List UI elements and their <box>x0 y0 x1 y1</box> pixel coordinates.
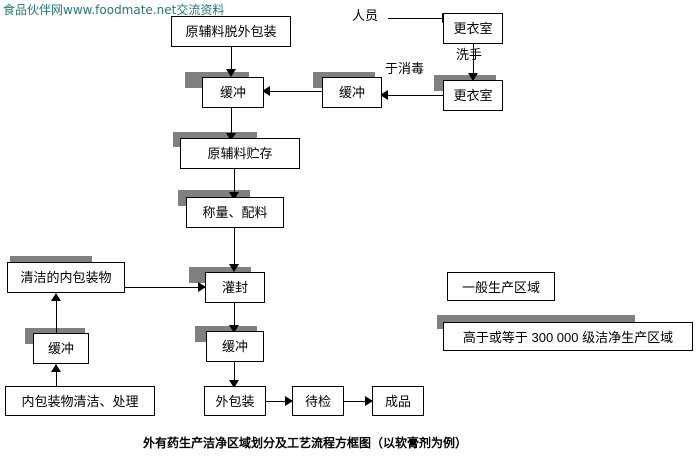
edge-buffer-inner-to-clean-inner-pack <box>56 296 57 333</box>
edge-clean-inner-pack-to-filling <box>125 287 205 288</box>
node-weigh-batch[interactable]: 称量、配料 <box>186 197 284 228</box>
edge-inner-process-to-buffer-inner <box>56 367 57 386</box>
node-buffer-out-label: 缓冲 <box>221 339 248 354</box>
node-finished-product-label: 成品 <box>384 393 411 409</box>
arrowhead-down-buffer-material <box>226 133 236 141</box>
edge-personnel-to-locker1 <box>388 18 448 19</box>
node-buffer-material[interactable]: 缓冲 <box>202 77 264 108</box>
node-locker-room-1[interactable]: 更衣室 <box>443 13 503 44</box>
arrowhead-left-locker2 <box>380 90 388 100</box>
edge-locker2-to-buffer-mid <box>382 95 443 96</box>
legend-general-area: 一般生产区域 <box>447 272 555 301</box>
edge-filling-to-buffer-out <box>234 303 235 329</box>
arrowhead-down-buffer-out <box>229 380 239 388</box>
arrowhead-left-buffer-mid <box>262 86 270 96</box>
figure-caption: 外有药生产洁净区域划分及工艺流程方框图（以软膏剂为例） <box>143 436 468 450</box>
legend-general-area-label: 一般生产区域 <box>461 280 540 295</box>
edge-storage-to-weigh <box>234 169 235 196</box>
arrowhead-right-pending <box>365 396 373 406</box>
watermark-text: 食品伙伴网www.foodmate.net交流资料 <box>3 3 225 17</box>
legend-clean-area-label: 高于或等于 300 000 级洁净生产区域 <box>462 330 674 345</box>
node-filling-sealing-label: 灌封 <box>221 280 248 295</box>
node-raw-storage-label: 原辅料贮存 <box>207 146 273 161</box>
node-raw-storage[interactable]: 原辅料贮存 <box>180 138 300 169</box>
node-outer-pack-label: 外包装 <box>215 393 255 409</box>
node-inner-pack-clean-process[interactable]: 内包装物清洁、处理 <box>5 386 155 416</box>
edge-outer-pack-to-pending <box>266 401 290 402</box>
node-finished-product[interactable]: 成品 <box>372 386 424 416</box>
arrowhead-down-raw-unpack <box>226 69 236 77</box>
node-locker-room-2[interactable]: 更衣室 <box>443 80 503 111</box>
node-pending-inspection[interactable]: 待检 <box>292 386 344 416</box>
edge-weigh-to-filling <box>234 228 235 269</box>
edge-locker1-to-locker2 <box>473 44 474 81</box>
arrowhead-up-buffer-inner-pack <box>51 293 61 301</box>
node-buffer-material-label: 缓冲 <box>219 85 246 100</box>
edge-pending-to-finished <box>344 401 370 402</box>
node-locker-room-2-label: 更衣室 <box>453 88 493 103</box>
node-filling-sealing[interactable]: 灌封 <box>205 272 265 303</box>
edge-buffer-mid-to-buffer-material <box>266 91 322 92</box>
node-buffer-inner-pack[interactable]: 缓冲 <box>33 333 89 364</box>
node-buffer-person-mid[interactable]: 缓冲 <box>322 77 382 108</box>
node-raw-unpack-label: 原辅料脱外包装 <box>185 24 277 39</box>
node-outer-pack[interactable]: 外包装 <box>204 386 266 416</box>
node-clean-inner-pack[interactable]: 清洁的内包装物 <box>7 262 125 293</box>
node-buffer-person-mid-label: 缓冲 <box>338 85 365 100</box>
arrowhead-down-raw-storage <box>229 192 239 200</box>
edge-label-wash-hands: 洗手 <box>456 47 483 62</box>
node-buffer-out[interactable]: 缓冲 <box>206 331 264 362</box>
arrowhead-right-outer-pack <box>285 396 293 406</box>
arrowhead-down-weigh-batch <box>229 264 239 272</box>
edge-buffer-out-to-outer-pack <box>234 362 235 385</box>
legend-clean-area: 高于或等于 300 000 级洁净生产区域 <box>443 322 693 351</box>
node-clean-inner-pack-label: 清洁的内包装物 <box>20 270 112 285</box>
arrowhead-up-inner-process <box>51 364 61 372</box>
node-raw-unpack[interactable]: 原辅料脱外包装 <box>171 16 291 47</box>
arrowhead-down-locker1 <box>468 73 478 81</box>
arrowhead-down-filling <box>229 325 239 333</box>
edge-label-personnel: 人员 <box>352 8 379 23</box>
arrowhead-right-clean-inner-pack <box>198 282 206 292</box>
edge-label-disinfect: 于消毒 <box>385 61 425 76</box>
node-buffer-inner-pack-label: 缓冲 <box>47 341 74 356</box>
edge-buffer-material-to-storage <box>231 108 232 137</box>
node-pending-inspection-label: 待检 <box>304 393 331 409</box>
edge-raw-unpack-to-buffer <box>231 47 232 72</box>
node-inner-pack-clean-process-label: 内包装物清洁、处理 <box>21 393 139 409</box>
node-weigh-batch-label: 称量、配料 <box>202 205 268 220</box>
node-locker-room-1-label: 更衣室 <box>453 21 493 36</box>
